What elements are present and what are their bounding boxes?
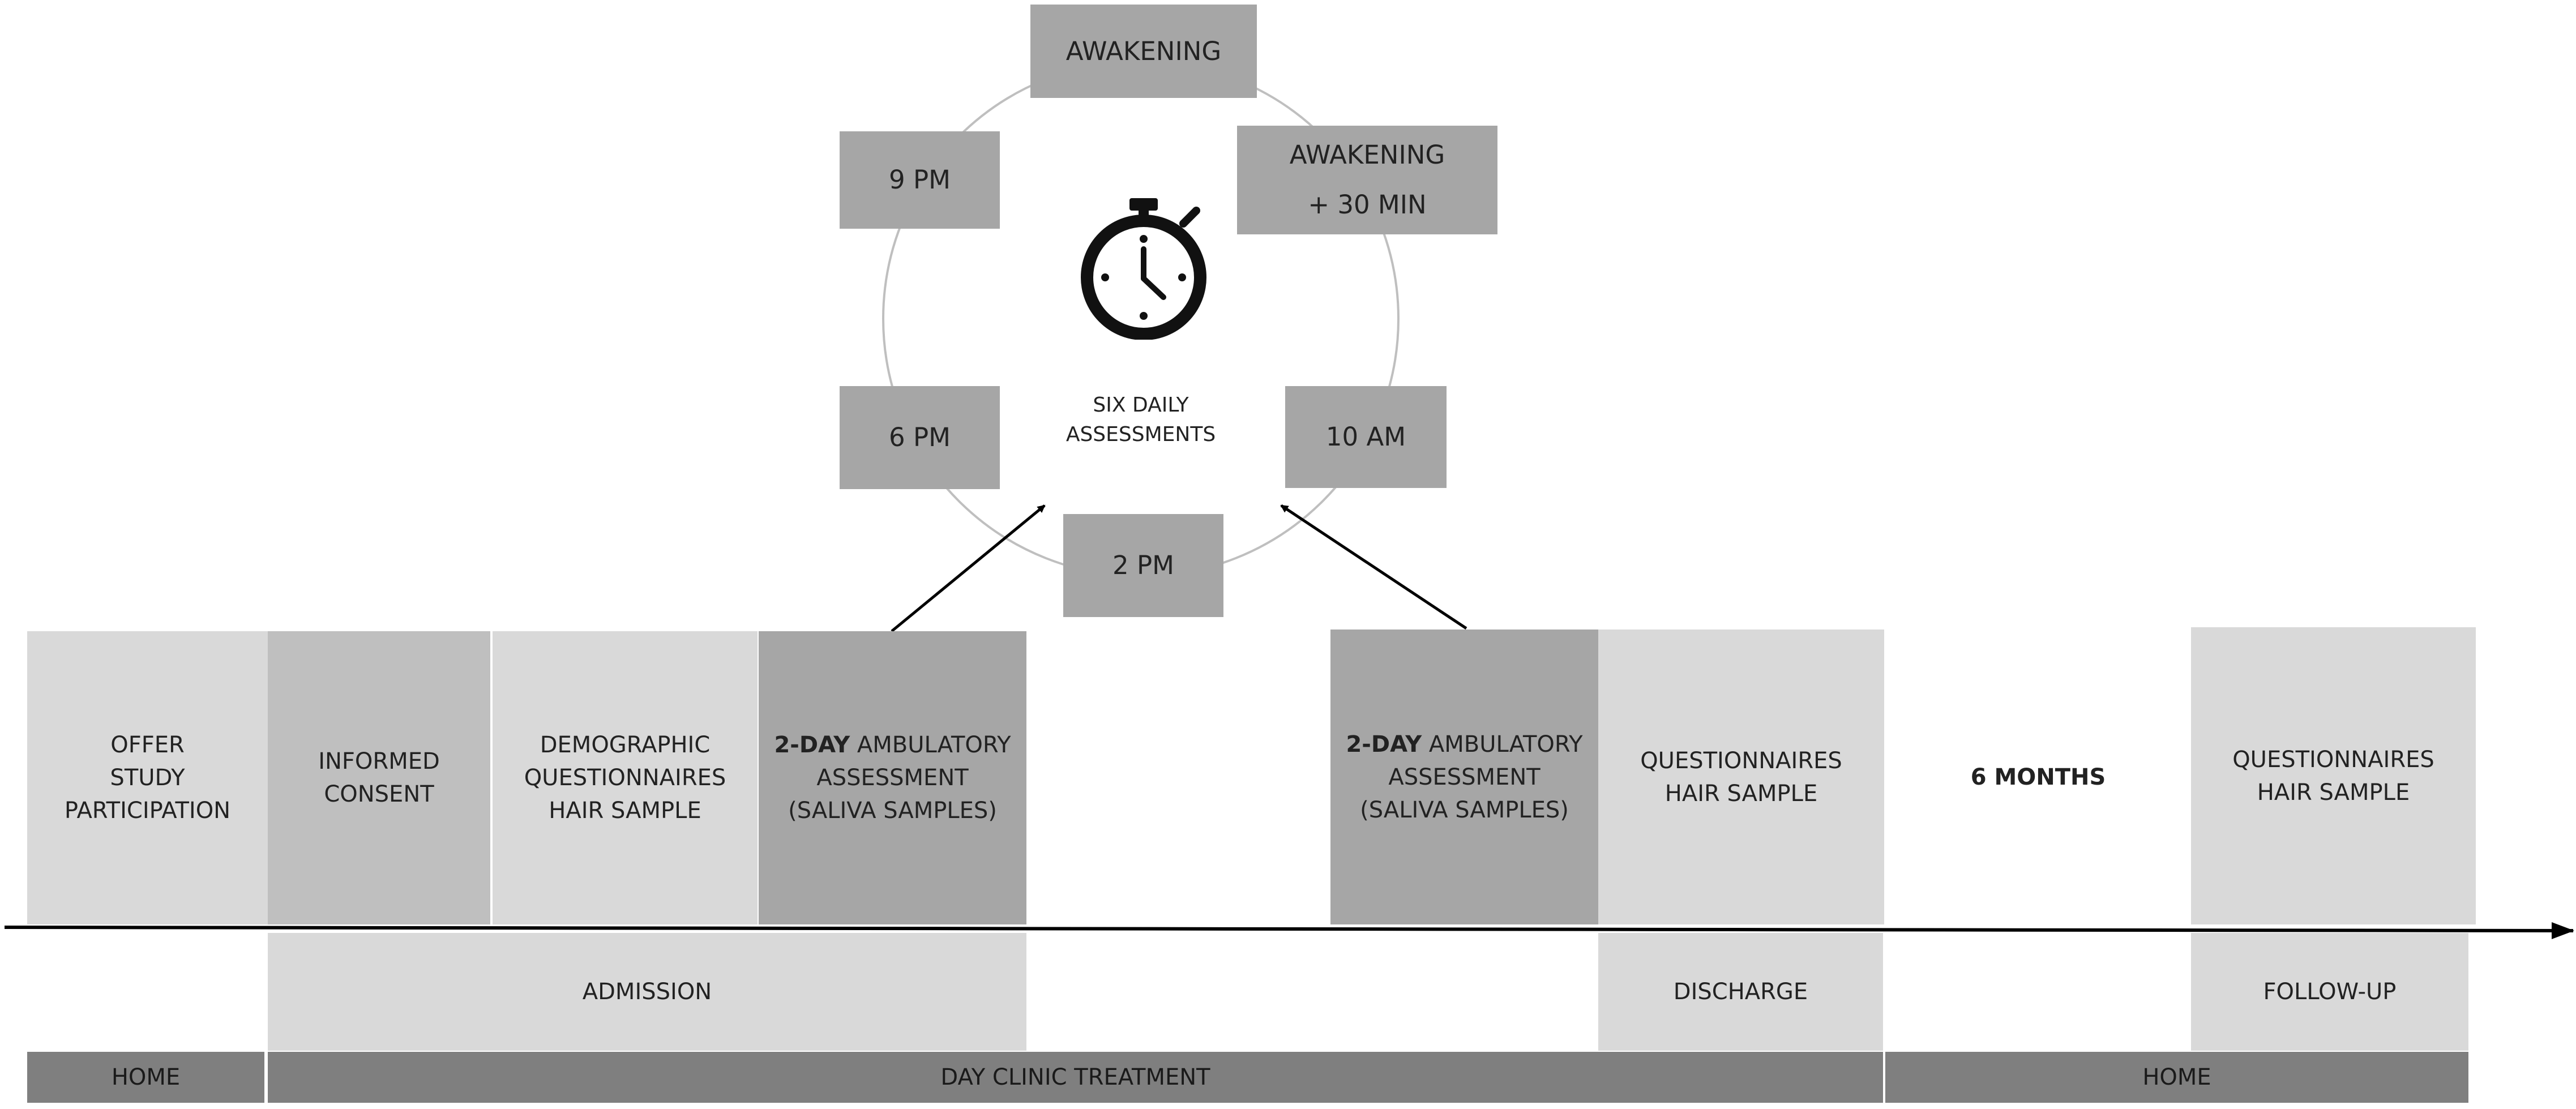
stage-six-months: 6 MONTHS [1885, 630, 2191, 924]
timepoint-label: AWAKENING [1289, 140, 1445, 170]
phase-discharge: DISCHARGE [1598, 933, 1883, 1051]
timepoint-awakening: AWAKENING [1030, 5, 1257, 98]
phase-label: FOLLOW-UP [2263, 979, 2397, 1005]
stage-informed-consent: INFORMED CONSENT [268, 631, 490, 924]
arrow-right-to-cycle [1280, 504, 1467, 630]
phase-label: DISCHARGE [1673, 979, 1808, 1005]
timepoint-label: 6 PM [889, 422, 951, 452]
stage-label: QUESTIONNAIRES [524, 765, 726, 791]
stage-label: ASSESSMENT [816, 765, 969, 791]
timepoint-awakening-30: AWAKENING + 30 MIN [1237, 126, 1497, 234]
stage-label: CONSENT [324, 781, 434, 807]
cycle-center-label: SIX DAILY ASSESSMENTS [1042, 391, 1240, 449]
stage-label-bold: 2-DAY [774, 732, 850, 758]
stage-label-rest: AMBULATORY [1422, 731, 1583, 757]
timepoint-6pm: 6 PM [840, 386, 1000, 489]
stage-ambulatory-2: 2-DAY AMBULATORY ASSESSMENT (SALIVA SAMP… [1330, 630, 1598, 924]
stage-label-rest: AMBULATORY [850, 732, 1011, 758]
stage-label: 6 MONTHS [1970, 764, 2106, 790]
timepoint-2pm: 2 PM [1063, 514, 1223, 617]
timepoint-label: 9 PM [889, 165, 951, 195]
stage-label: QUESTIONNAIRES [1640, 747, 1842, 774]
setting-label: DAY CLINIC TREATMENT [940, 1064, 1210, 1090]
stage-label: STUDY [110, 765, 185, 791]
stage-ambulatory-1: 2-DAY AMBULATORY ASSESSMENT (SALIVA SAMP… [759, 631, 1026, 924]
stopwatch-icon [1081, 198, 1206, 340]
stage-label: OFFER [110, 732, 185, 758]
timepoint-label: 2 PM [1112, 550, 1174, 580]
phase-label: ADMISSION [582, 979, 712, 1005]
stage-label: PARTICIPATION [64, 798, 231, 824]
setting-label: HOME [2142, 1064, 2211, 1090]
setting-label: HOME [111, 1064, 181, 1090]
stage-offer-participation: OFFER STUDY PARTICIPATION [27, 631, 268, 924]
stage-label: DEMOGRAPHIC [540, 732, 711, 758]
stage-label: QUESTIONNAIRES [2232, 746, 2434, 773]
stage-label: ASSESSMENT [1388, 764, 1541, 790]
stage-questionnaires-discharge: QUESTIONNAIRES HAIR SAMPLE [1598, 630, 1884, 924]
stage-label-bold: 2-DAY [1346, 731, 1422, 757]
timepoint-label: AWAKENING [1066, 36, 1222, 66]
stage-label: INFORMED [318, 748, 440, 774]
stage-label: 2-DAY AMBULATORY [774, 729, 1011, 761]
phase-follow-up: FOLLOW-UP [2191, 933, 2468, 1051]
stage-label: (SALIVA SAMPLES) [1360, 797, 1569, 823]
timepoint-10am: 10 AM [1285, 386, 1447, 488]
setting-day-clinic: DAY CLINIC TREATMENT [268, 1052, 1883, 1103]
stage-label: 2-DAY AMBULATORY [1346, 728, 1582, 761]
stage-label: HAIR SAMPLE [549, 798, 701, 824]
timepoint-9pm: 9 PM [840, 131, 1000, 229]
timepoint-label: 10 AM [1325, 422, 1406, 452]
setting-home-start: HOME [27, 1052, 264, 1103]
center-label-line: ASSESSMENTS [1066, 423, 1216, 446]
center-label-line: SIX DAILY [1093, 393, 1189, 417]
stage-label: HAIR SAMPLE [2257, 779, 2410, 806]
stage-label: HAIR SAMPLE [1664, 780, 1818, 807]
stage-questionnaires-followup: QUESTIONNAIRES HAIR SAMPLE [2191, 627, 2476, 924]
timepoint-label: + 30 MIN [1308, 190, 1427, 220]
stage-label: (SALIVA SAMPLES) [788, 798, 997, 824]
phase-admission: ADMISSION [268, 933, 1026, 1051]
stage-demographic: DEMOGRAPHIC QUESTIONNAIRES HAIR SAMPLE [493, 631, 758, 924]
arrow-left-to-cycle [891, 504, 1046, 632]
timeline-axis [4, 922, 2574, 939]
setting-home-end: HOME [1885, 1052, 2468, 1103]
